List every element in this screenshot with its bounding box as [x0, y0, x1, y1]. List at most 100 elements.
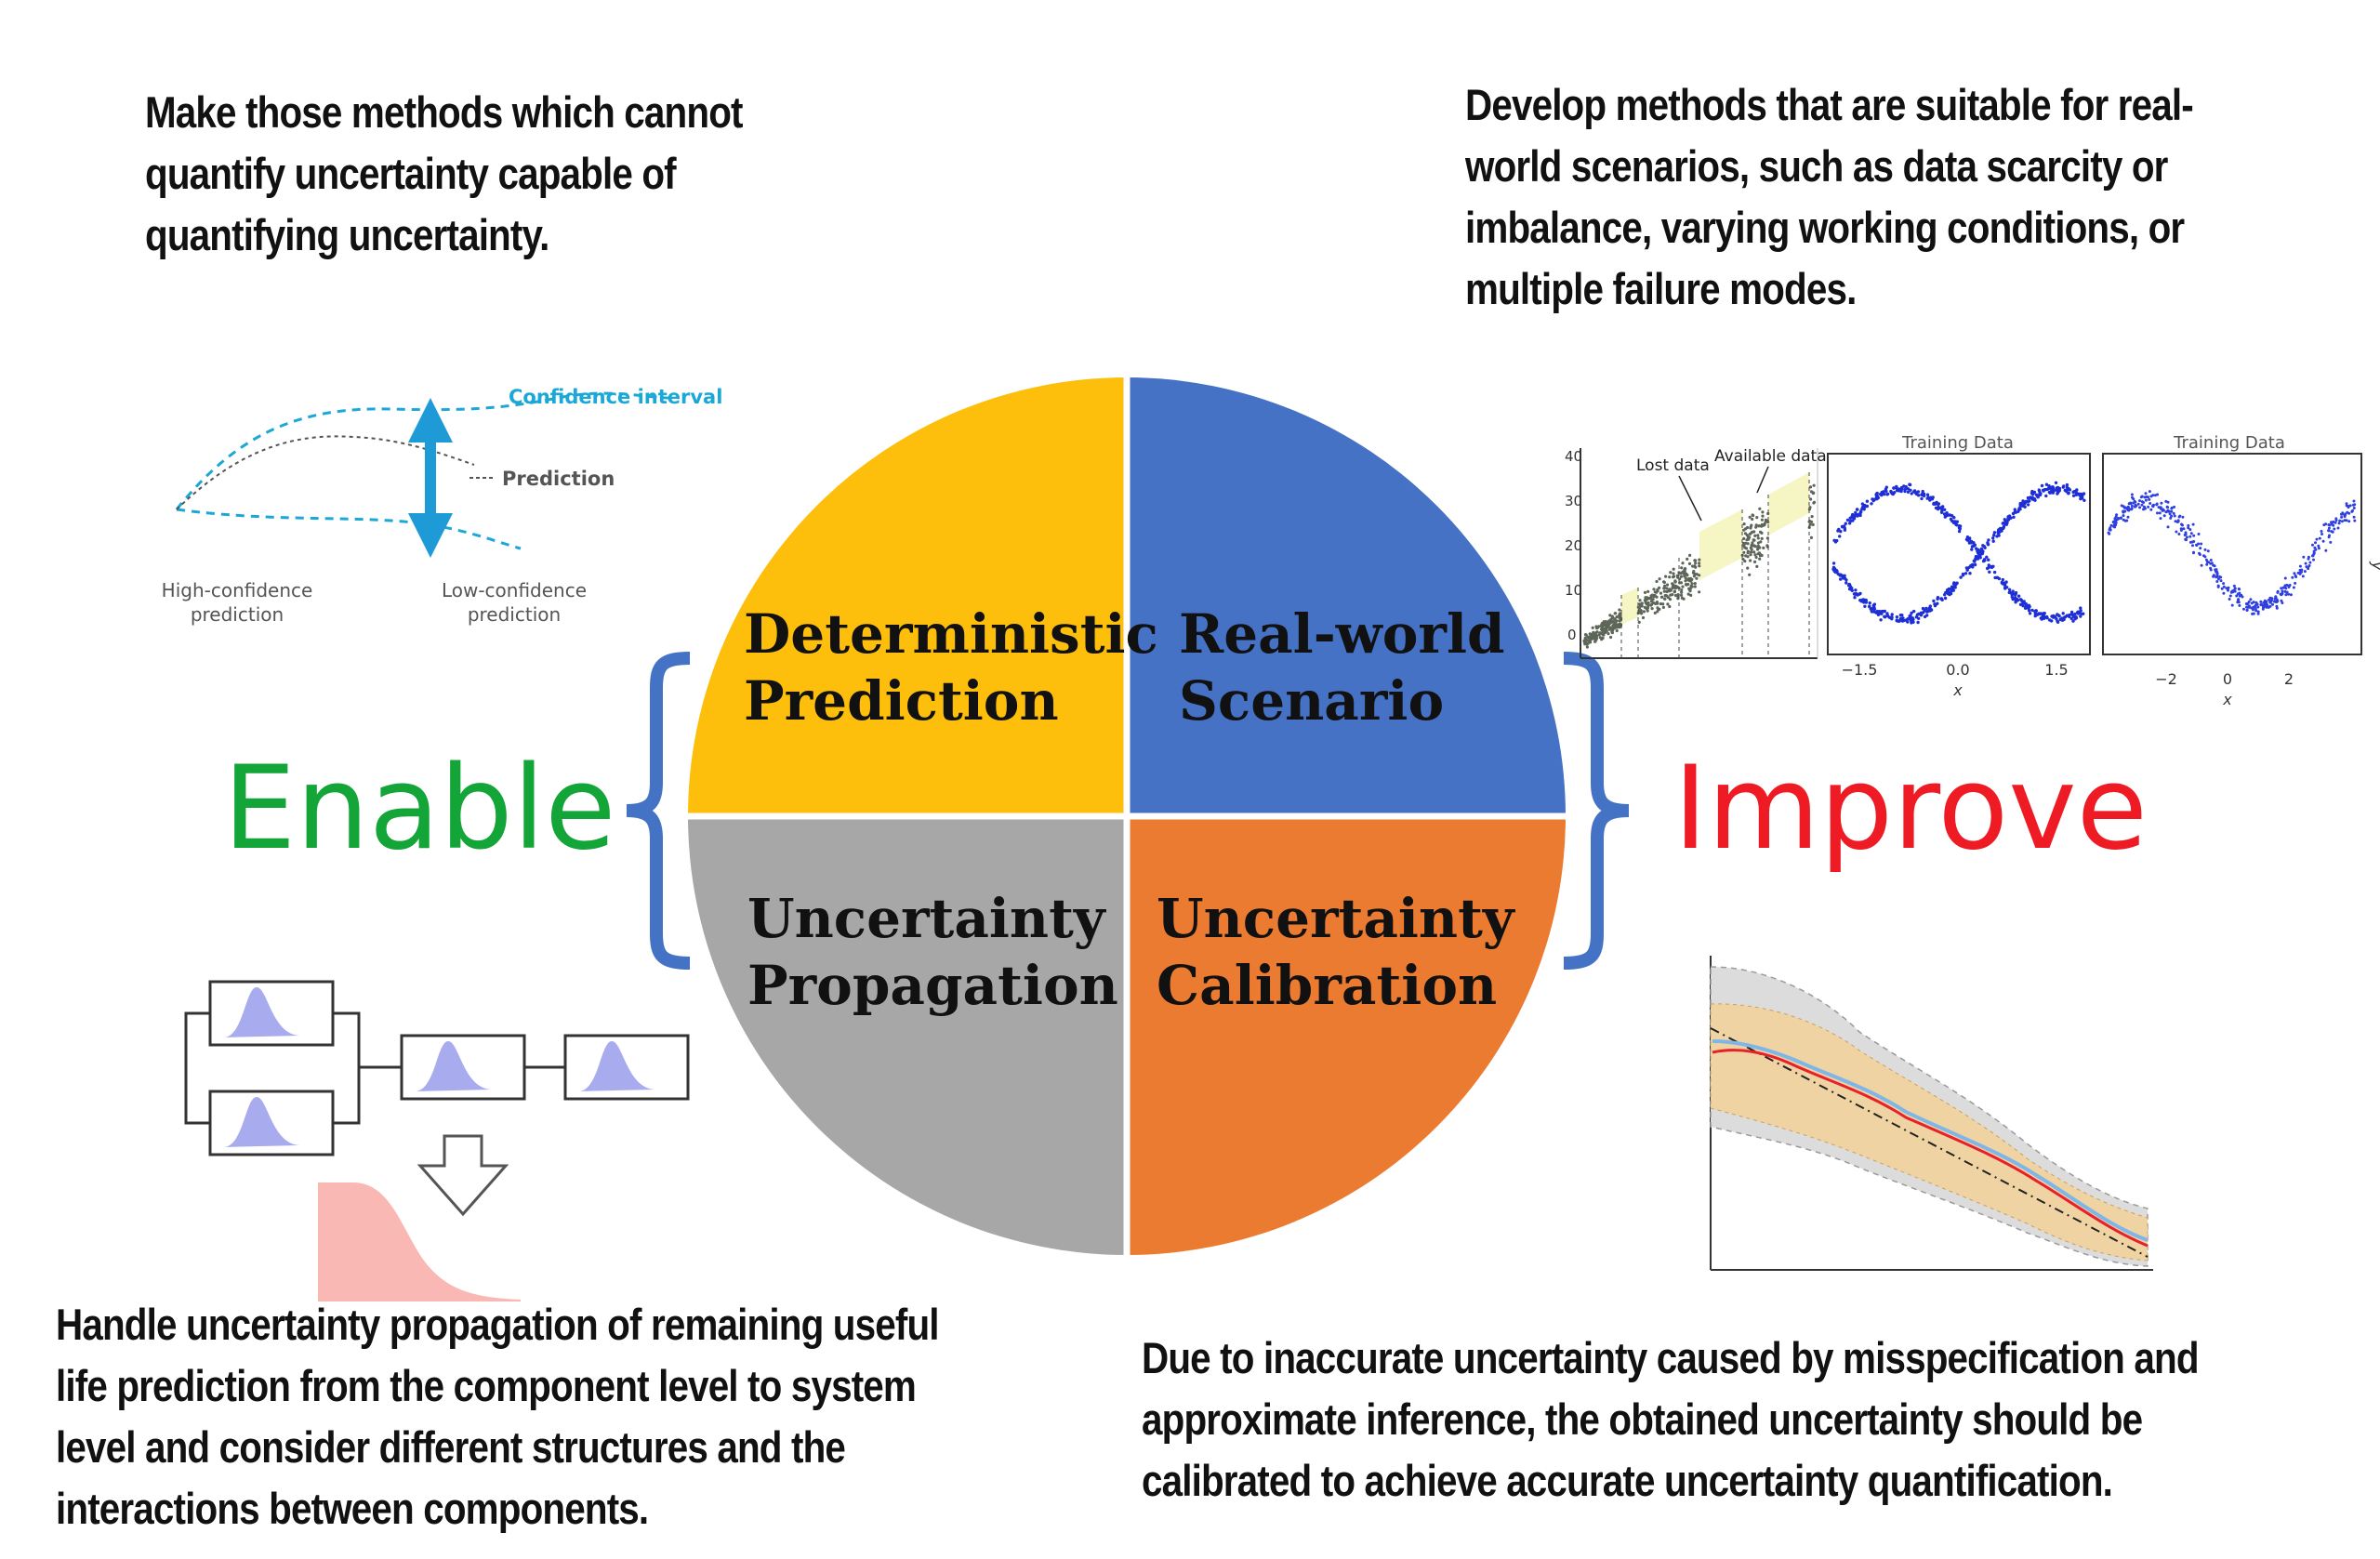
scatter-point — [1973, 562, 1977, 567]
scatter-point — [2151, 505, 2155, 509]
scatter-point — [1656, 610, 1659, 614]
scatter-point — [1902, 484, 1906, 488]
scatter-point — [1615, 628, 1619, 633]
scatter-point — [1925, 493, 1930, 496]
scatter-point — [1892, 486, 1896, 490]
scatter-point — [1608, 618, 1612, 622]
scatter-point — [2008, 590, 2012, 594]
scatter-point — [2178, 514, 2182, 518]
scarcity-dashed-guides — [1620, 472, 1810, 658]
scatter-point — [1925, 610, 1929, 614]
scatter-point — [1761, 510, 1765, 514]
uncertainty-calibration-label: Uncertainty Calibration — [1157, 885, 1514, 1019]
scatter-point — [1686, 557, 1689, 562]
scatter-point — [2073, 617, 2077, 621]
scatter-point — [2130, 508, 2134, 511]
scatter-point — [1855, 508, 1859, 511]
scatter-point — [2054, 481, 2058, 484]
scatter-point — [1742, 528, 1746, 532]
prediction-label: Prediction — [502, 468, 615, 490]
scatter-point — [2311, 554, 2315, 558]
scatter-point — [1911, 620, 1915, 624]
quadrant-deterministic — [688, 377, 1127, 816]
scatter-point — [1763, 522, 1766, 525]
scatter-point — [2027, 606, 2030, 611]
scatter-point — [2202, 554, 2205, 558]
scatter-point — [1677, 571, 1681, 575]
scatter-point — [1652, 588, 1656, 591]
quadrant-label-line: Real-world — [1179, 602, 1505, 666]
scatter-point — [1684, 567, 1687, 571]
scatter-point — [2222, 582, 2226, 586]
scatter-point — [2331, 530, 2334, 534]
scatter-point — [1698, 564, 1701, 568]
scatter-point — [1658, 607, 1661, 612]
scatter-point — [1852, 592, 1857, 596]
scatter-point — [1868, 601, 1871, 605]
scatter-point — [2184, 531, 2188, 535]
scatter-point — [2050, 485, 2055, 489]
scatter-point — [2002, 524, 2006, 529]
scatter-point — [2209, 562, 2213, 565]
scatter-point — [1992, 570, 1997, 575]
scatter-point — [1688, 589, 1692, 593]
scatter-point — [1602, 623, 1606, 627]
scatter-point — [1952, 521, 1957, 524]
training-scatter-points — [2107, 490, 2357, 615]
scatter-point — [1640, 612, 1644, 615]
real-world-scenario-label: Real-world Scenario — [1179, 601, 1505, 734]
scatter-point — [2131, 495, 2134, 499]
scatter-point — [2047, 484, 2051, 488]
scatter-point — [1995, 535, 1999, 538]
scatter-point — [2068, 488, 2072, 492]
scatter-point — [2042, 614, 2046, 619]
scatter-point — [2181, 515, 2185, 519]
scatter-point — [1835, 538, 1839, 543]
scatter-point — [1746, 542, 1750, 546]
scatter-point — [1662, 587, 1666, 590]
scatter-point — [1649, 600, 1654, 603]
scatter-point — [1753, 534, 1757, 538]
quadrant-label-line: Propagation — [747, 954, 1118, 1017]
scatter-point — [2135, 504, 2138, 508]
bottom-left-caption: Handle uncertainty propagation of remain… — [56, 1294, 940, 1539]
training-x-tick: 1.5 — [2044, 661, 2068, 679]
scatter-point — [1615, 619, 1619, 623]
scatter-point — [2265, 602, 2268, 606]
scatter-point — [1615, 615, 1619, 619]
scatter-point — [1750, 548, 1753, 551]
scatter-point — [1871, 498, 1875, 503]
scatter-point — [2283, 576, 2287, 580]
scatter-point — [1968, 572, 1972, 575]
scatter-point — [1688, 553, 1692, 558]
scatter-point — [1942, 512, 1947, 516]
scatter-point — [1890, 615, 1894, 619]
scatter-point — [2249, 598, 2253, 601]
scatter-point — [2040, 617, 2043, 621]
scatter-point — [2127, 509, 2131, 512]
scatter-point — [1917, 494, 1921, 497]
scatter-point — [2188, 528, 2192, 532]
scatter-point — [2259, 600, 2263, 603]
scatter-point — [2170, 509, 2174, 513]
scatter-point — [2259, 603, 2263, 607]
scatter-point — [2312, 549, 2316, 553]
scatter-point — [1675, 594, 1680, 598]
scatter-point — [1687, 562, 1692, 566]
scatter-point — [1691, 564, 1695, 568]
scatter-point — [2192, 540, 2196, 543]
scatter-point — [2271, 602, 2274, 606]
scatter-point — [1752, 550, 1756, 554]
scatter-point — [2050, 614, 2054, 618]
scatter-point — [2212, 563, 2215, 567]
scatter-point — [1808, 485, 1813, 489]
training-plot-title: Training Data — [2173, 433, 2285, 453]
scatter-point — [2065, 490, 2069, 494]
training-x-tick: −1.5 — [1842, 661, 1878, 679]
scatter-point — [2228, 594, 2232, 598]
scatter-point — [1940, 505, 1944, 509]
scatter-point — [2293, 572, 2296, 575]
scatter-point — [1991, 564, 1995, 568]
scatter-point — [2021, 604, 2025, 608]
scatter-point — [1875, 611, 1879, 615]
